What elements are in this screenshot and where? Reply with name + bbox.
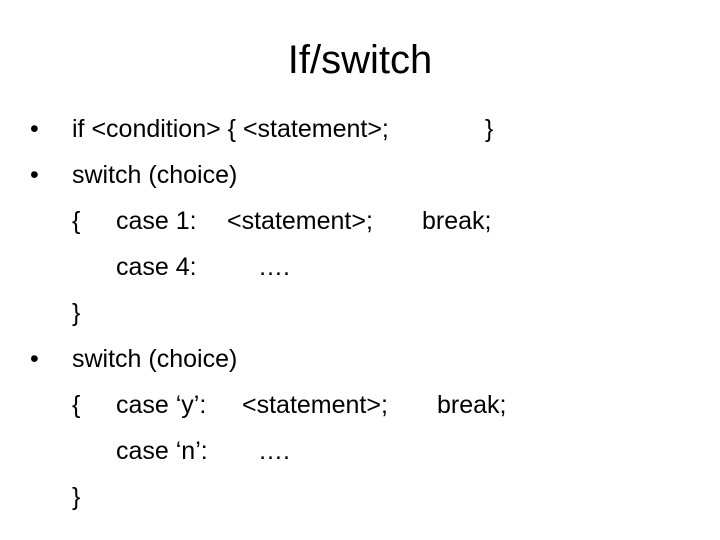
switch-1-close-brace: } (72, 299, 81, 327)
switch-1-header: switch (choice) (72, 161, 238, 189)
switch-1-case1-label: case 1: (116, 207, 197, 235)
if-close-brace: } (485, 115, 494, 143)
switch-1-case4-ellipsis: …. (258, 253, 290, 281)
switch-2-casey-break: break; (437, 391, 507, 419)
switch-1-open-brace: { (72, 207, 81, 235)
if-statement-text: if <condition> { <statement>; (72, 115, 389, 143)
switch-2-casey-statement: <statement>; (242, 391, 388, 419)
switch-2-casen-ellipsis: …. (258, 437, 290, 465)
switch-2-close-brace: } (72, 483, 81, 511)
bullet-3-marker: • (30, 345, 39, 373)
switch-1-case4-label: case 4: (116, 253, 197, 281)
switch-2-open-brace: { (72, 391, 81, 419)
slide-title: If/switch (287, 38, 433, 82)
bullet-2-marker: • (30, 161, 39, 189)
switch-1-case1-break: break; (422, 207, 492, 235)
switch-1-case1-statement: <statement>; (227, 207, 373, 235)
switch-2-casen-label: case ‘n’: (116, 437, 208, 465)
switch-2-casey-label: case ‘y’: (116, 391, 207, 419)
bullet-1-marker: • (30, 115, 39, 143)
switch-2-header: switch (choice) (72, 345, 238, 373)
